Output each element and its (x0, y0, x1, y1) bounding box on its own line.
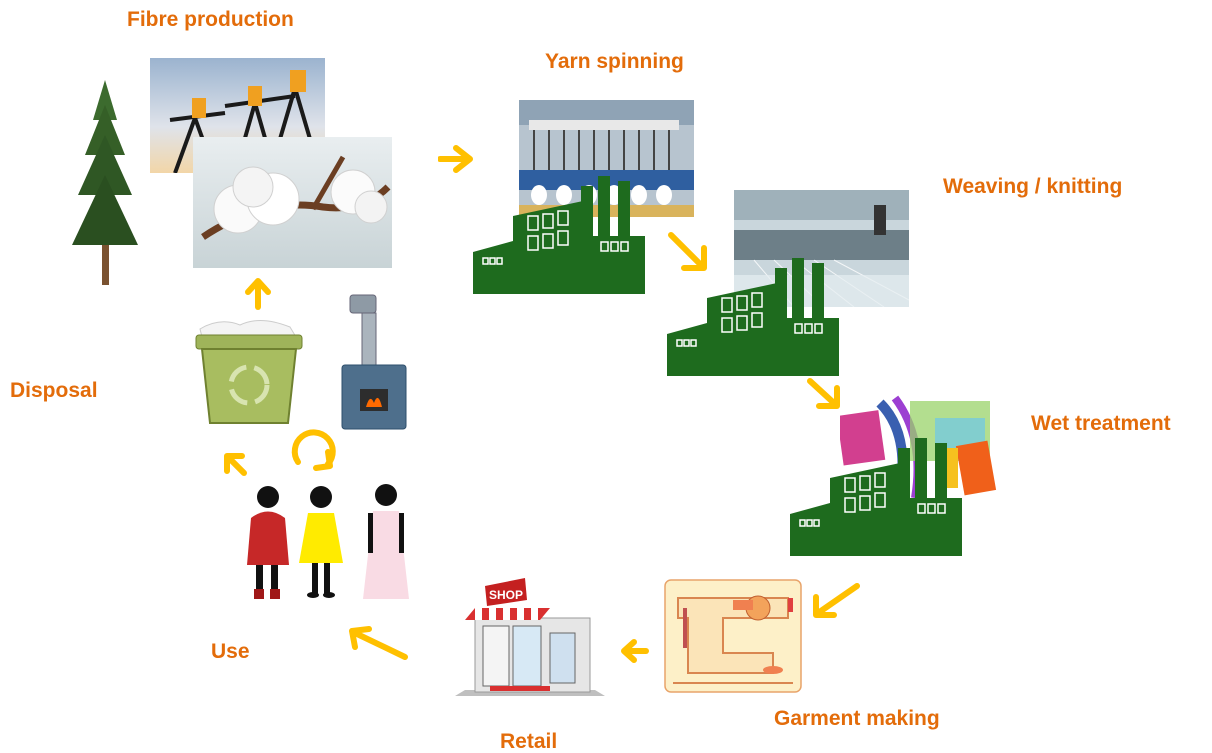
shop-icon: SHOP (455, 578, 605, 696)
label-fibre-production: Fibre production (127, 8, 294, 31)
tree-icon (70, 80, 140, 285)
arrow-icon (668, 232, 710, 274)
recycle-bin-icon (190, 317, 308, 425)
shop-sign: SHOP (489, 588, 523, 602)
incinerator-icon (340, 293, 410, 433)
cycle-icon (286, 424, 342, 478)
label-disposal: Disposal (10, 379, 98, 402)
arrow-icon (810, 583, 860, 619)
label-garment-making: Garment making (774, 707, 940, 730)
arrow-icon (347, 625, 409, 661)
cotton-icon (193, 137, 392, 268)
arrow-icon (438, 144, 474, 174)
label-yarn-spinning: Yarn spinning (545, 50, 684, 73)
arrow-icon (222, 451, 250, 479)
label-wet-treatment: Wet treatment (1031, 412, 1171, 435)
factory-icon (790, 438, 962, 556)
arrow-icon (807, 378, 841, 410)
label-weaving-knitting: Weaving / knitting (943, 175, 1123, 198)
arrow-icon (244, 277, 272, 311)
children-icon (243, 483, 423, 603)
sewing-machine-icon (663, 578, 803, 694)
label-use: Use (211, 640, 250, 663)
factory-icon (667, 258, 839, 376)
label-retail: Retail (500, 730, 558, 753)
arrow-icon (620, 638, 650, 664)
factory-icon (473, 176, 645, 294)
